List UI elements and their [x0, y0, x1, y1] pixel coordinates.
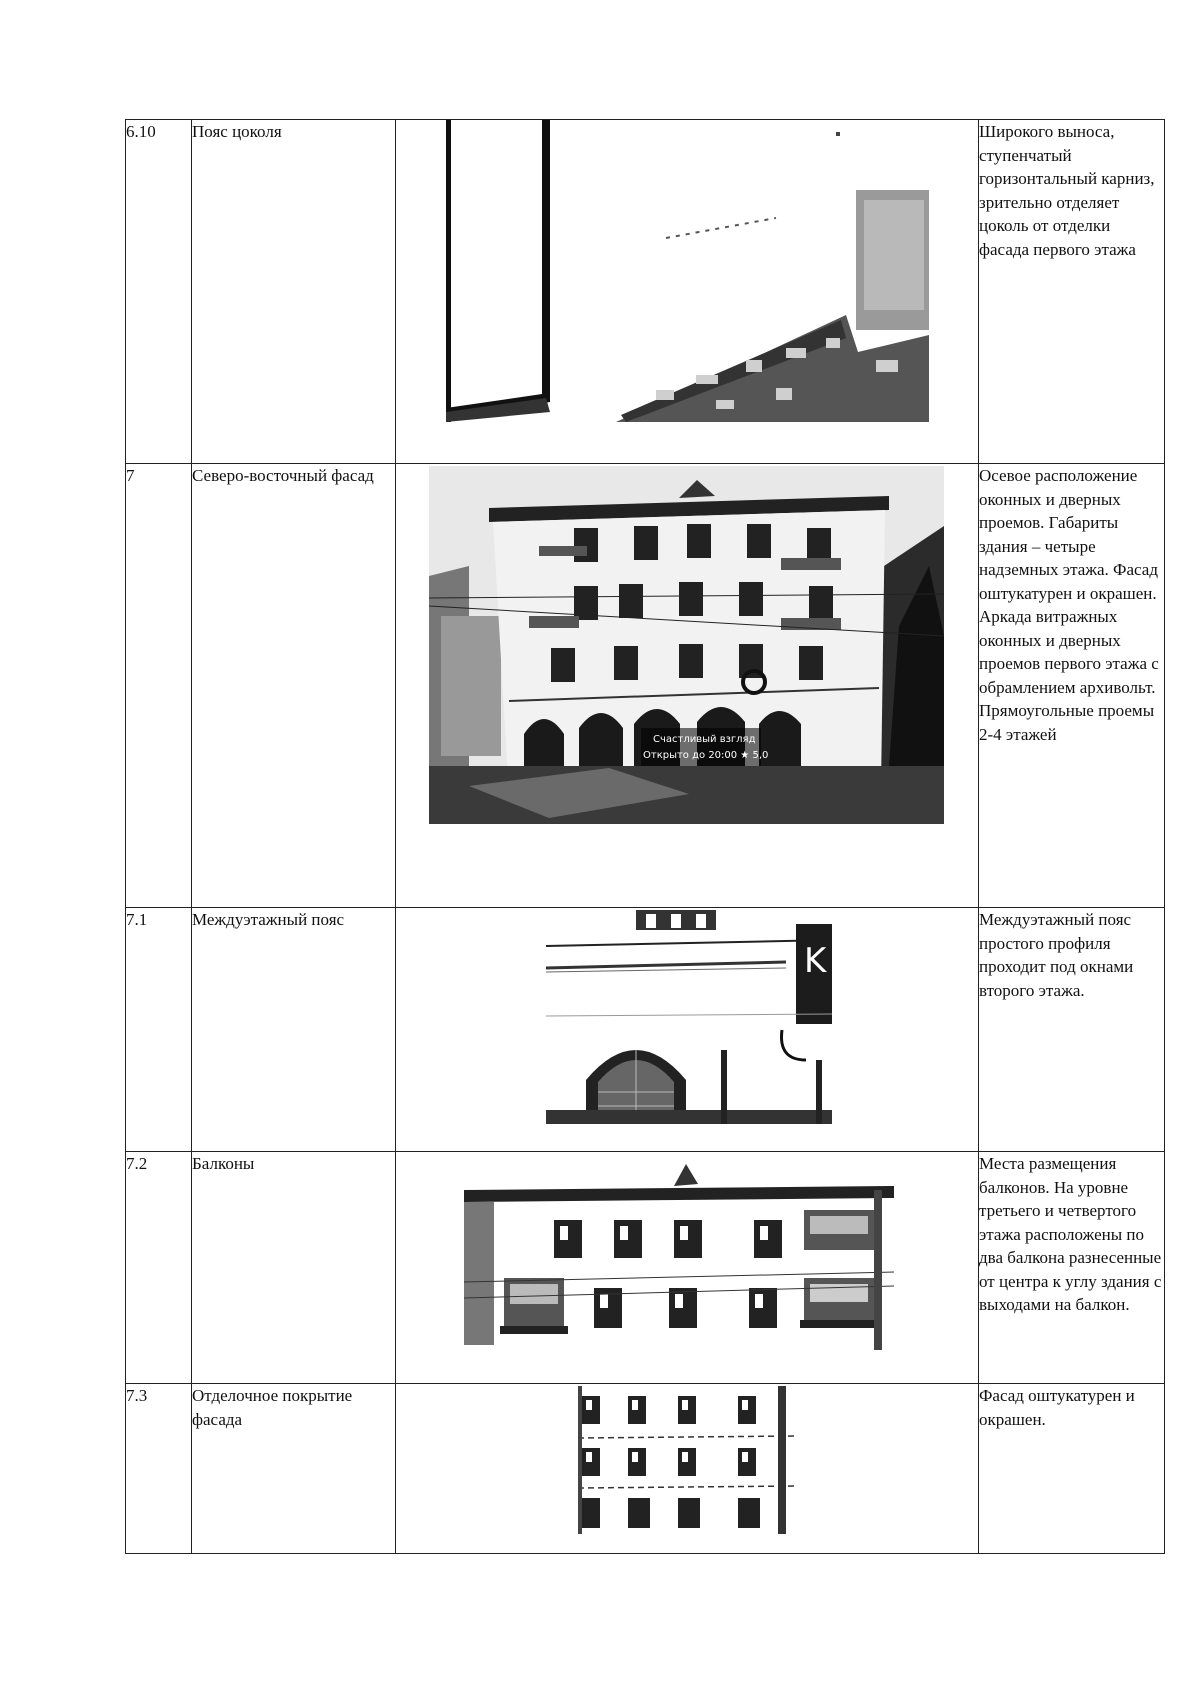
photo-cell [395, 1151, 979, 1384]
row-number: 7.2 [125, 1151, 192, 1384]
table-row: 7.1 Междуэтажный пояс K [125, 907, 1165, 1152]
photo-sign-hours: Открыто до 20:00 ★ 5,0 [643, 750, 768, 761]
table-row: 7.2 Балконы [125, 1151, 1165, 1384]
svg-text:K: K [804, 941, 828, 981]
element-name: Междуэтажный пояс [191, 907, 396, 1152]
element-name: Балконы [191, 1151, 396, 1384]
facade-elements-table: 6.10 Пояс цоколя [125, 119, 1165, 1554]
row-number: 7.3 [125, 1383, 192, 1554]
plinth-belt-photo [446, 120, 929, 422]
photo-cell: K [395, 907, 979, 1152]
balconies-photo [464, 1160, 894, 1365]
element-description: Широкого выноса, ступенчатый горизонталь… [978, 119, 1165, 464]
facade-finish-photo [578, 1386, 796, 1534]
photo-cell [395, 119, 979, 464]
row-number: 7 [125, 463, 192, 908]
element-name: Северо-восточный фасад [191, 463, 396, 908]
element-description: Места размещения балконов. На уровне тре… [978, 1151, 1165, 1384]
table-row: 7.3 Отделочное покрытие фасада [125, 1383, 1165, 1554]
interfloor-belt-photo: K [546, 910, 832, 1124]
table-row: 6.10 Пояс цоколя [125, 119, 1165, 464]
element-description: Фасад оштукатурен и окрашен. [978, 1383, 1165, 1554]
photo-sign-name: Счастливый взгляд [653, 734, 756, 745]
element-description: Междуэтажный пояс простого профиля прохо… [978, 907, 1165, 1152]
row-number: 6.10 [125, 119, 192, 464]
element-name: Пояс цоколя [191, 119, 396, 464]
element-name: Отделочное покрытие фасада [191, 1383, 396, 1554]
photo-cell [395, 1383, 979, 1554]
northeast-facade-photo: Счастливый взгляд Открыто до 20:00 ★ 5,0 [429, 466, 944, 824]
photo-cell: Счастливый взгляд Открыто до 20:00 ★ 5,0 [395, 463, 979, 908]
row-number: 7.1 [125, 907, 192, 1152]
table-row: 7 Северо-восточный фасад [125, 463, 1165, 908]
element-description: Осевое расположение оконных и дверных пр… [978, 463, 1165, 908]
